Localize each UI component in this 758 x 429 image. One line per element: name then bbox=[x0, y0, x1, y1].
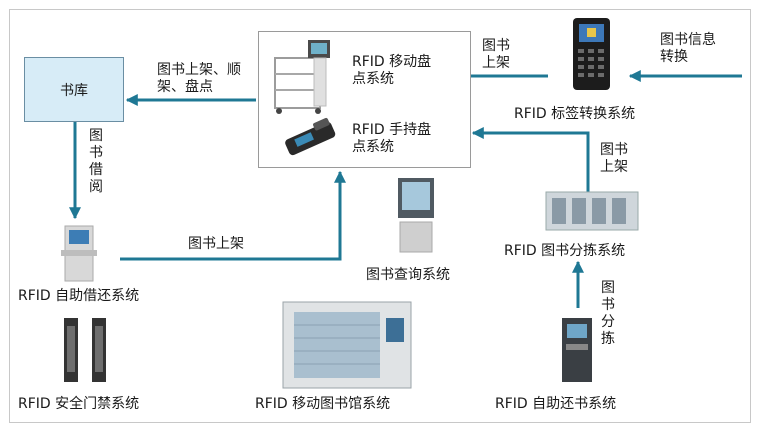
handheld-reader-icon bbox=[285, 117, 336, 156]
self-checkout-kiosk-icon bbox=[61, 225, 97, 282]
book-query-label: 图书查询系统 bbox=[366, 267, 450, 283]
edge-sorting-label: 图书分拣 bbox=[601, 280, 615, 347]
mobile-inventory-label: RFID 移动盘点系统 bbox=[352, 54, 432, 87]
edge-info-conversion-label: 图书信息转换 bbox=[660, 32, 716, 65]
edge-shelving-right-label: 图书上架 bbox=[600, 142, 628, 175]
edge-shelving-mid-label: 图书上架 bbox=[188, 236, 244, 252]
self-return-label: RFID 自助还书系统 bbox=[495, 396, 617, 412]
edge-borrowing-label: 图书借阅 bbox=[89, 128, 103, 195]
security-gate-label: RFID 安全门禁系统 bbox=[18, 396, 140, 412]
bookstore-node: 书库 bbox=[24, 57, 124, 122]
self-checkout-label: RFID 自助借还系统 bbox=[18, 288, 140, 304]
query-terminal-icon bbox=[398, 178, 434, 253]
pda-device-icon bbox=[573, 18, 610, 90]
mobile-library-cabinet-icon bbox=[282, 301, 412, 389]
bookstore-label: 书库 bbox=[60, 82, 88, 99]
sorting-label: RFID 图书分拣系统 bbox=[504, 243, 626, 259]
mobile-library-label: RFID 移动图书馆系统 bbox=[255, 396, 391, 412]
edge-shelving-top-label: 图书上架 bbox=[482, 38, 510, 71]
security-gate-icon bbox=[64, 318, 106, 382]
tag-conversion-label: RFID 标签转换系统 bbox=[514, 106, 636, 122]
arrow-checkout-to-inventory bbox=[120, 170, 346, 261]
arrow-sorting-to-inventory bbox=[471, 127, 590, 193]
sorting-machine-icon bbox=[545, 191, 639, 231]
self-return-machine-icon bbox=[562, 318, 592, 382]
handheld-inventory-label: RFID 手持盘点系统 bbox=[352, 122, 432, 155]
mobile-inventory-cart-icon bbox=[274, 40, 330, 114]
edge-shelving-ordering-label: 图书上架、顺架、盘点 bbox=[157, 62, 241, 95]
